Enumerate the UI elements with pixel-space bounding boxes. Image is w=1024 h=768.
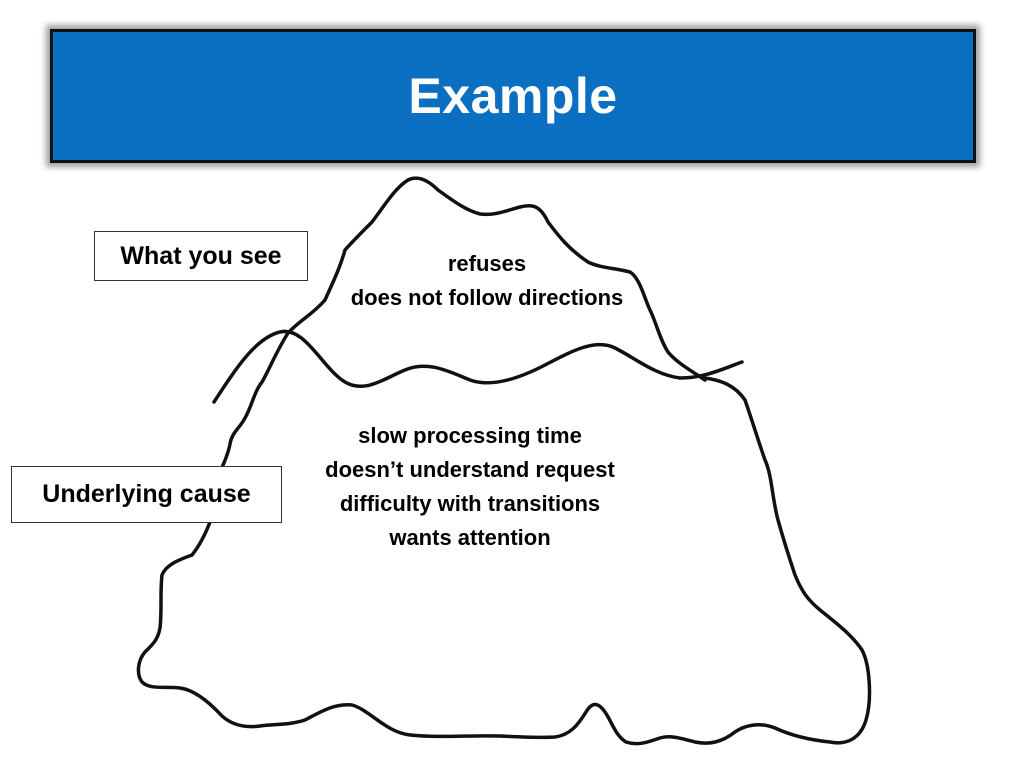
label-underlying-cause-text: Underlying cause (42, 480, 251, 508)
label-underlying-cause: Underlying cause (11, 466, 282, 523)
surface-behavior-item: refuses (447, 251, 527, 276)
underlying-cause-item: slow processing time (358, 423, 582, 448)
underlying-cause-item: wants attention (389, 525, 551, 550)
slide-title: Example (408, 68, 618, 124)
underlying-cause-item: difficulty with transitions (339, 491, 601, 516)
title-banner: Example (50, 29, 976, 163)
surface-behaviors: refuses does not follow directions (322, 247, 652, 315)
label-what-you-see: What you see (94, 231, 308, 281)
underlying-cause-item: doesn’t understand request (325, 457, 615, 482)
iceberg-body-outline (136, 331, 872, 746)
surface-behavior-item: does not follow directions (350, 285, 624, 310)
label-what-you-see-text: What you see (120, 241, 282, 270)
iceberg-tip-outline (286, 176, 707, 382)
underlying-causes: slow processing time doesn’t understand … (290, 419, 650, 555)
waterline (212, 329, 744, 404)
